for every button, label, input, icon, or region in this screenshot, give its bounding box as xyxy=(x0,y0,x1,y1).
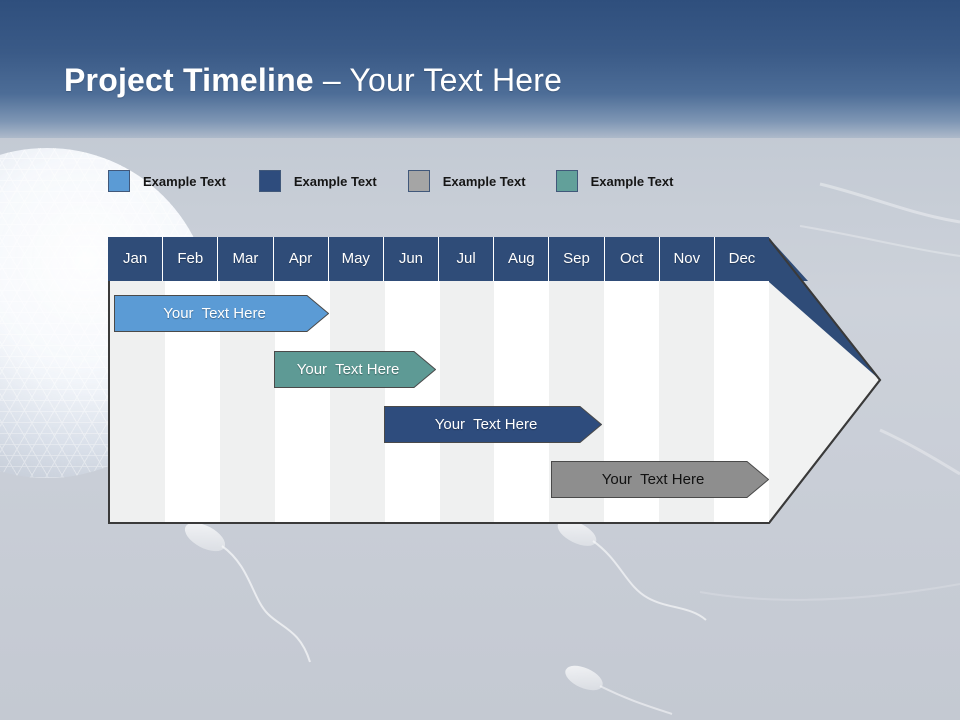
legend-swatch-teal xyxy=(555,170,578,192)
decorative-sphere-texture xyxy=(0,148,212,478)
month-header-jun[interactable]: Jun xyxy=(384,237,440,281)
legend-item[interactable]: Example Text xyxy=(108,169,226,193)
task-bar-label: Your Text Here xyxy=(434,416,538,433)
gantt-column-jul xyxy=(439,281,495,522)
month-header-jan[interactable]: Jan xyxy=(108,237,164,281)
title-band xyxy=(0,0,960,138)
month-header-aug[interactable]: Aug xyxy=(494,237,550,281)
legend-item-label: Example Text xyxy=(442,173,526,189)
task-bar-label: Your Text Here xyxy=(601,471,705,488)
legend-item[interactable]: Example Text xyxy=(407,169,526,193)
legend-item[interactable]: Example Text xyxy=(258,169,377,193)
page-title-light: – Your Text Here xyxy=(313,62,563,98)
legend-item-label: Example Text xyxy=(143,173,226,189)
gantt-column-aug xyxy=(494,281,550,522)
legend-item[interactable]: Example Text xyxy=(555,169,674,193)
month-header-feb[interactable]: Feb xyxy=(163,237,219,281)
legend-item-label: Example Text xyxy=(590,173,674,189)
legend-item-label: Example Text xyxy=(293,173,377,189)
month-header-dec[interactable]: Dec xyxy=(728,250,756,267)
month-header-apr[interactable]: Apr xyxy=(274,237,329,281)
gantt-column-may xyxy=(329,281,385,522)
legend-swatch-navy xyxy=(258,170,281,192)
month-header-sep[interactable]: Sep xyxy=(549,237,605,281)
task-bar-label: Your Text Here xyxy=(296,361,400,378)
month-header-jul[interactable]: Jul xyxy=(439,237,495,281)
task-bar[interactable]: Your Text Here xyxy=(274,351,436,388)
page-title: Project Timeline – Your Text Here xyxy=(64,59,562,101)
legend-swatch-light-blue xyxy=(108,170,130,192)
task-bar[interactable]: Your Text Here xyxy=(551,461,769,498)
month-header-oct[interactable]: Oct xyxy=(605,237,660,281)
legend: Example Text Example Text Example Text Exam… xyxy=(108,169,673,193)
month-header-nov[interactable]: Nov xyxy=(660,237,715,281)
page-title-strong: Project Timeline xyxy=(64,62,314,98)
task-bar-label: Your Text Here xyxy=(163,305,266,322)
task-bar[interactable]: Your Text Here xyxy=(114,295,329,332)
gantt-column-jun xyxy=(384,281,440,522)
legend-swatch-gray xyxy=(407,170,430,192)
task-bar[interactable]: Your Text Here xyxy=(384,406,602,443)
month-header-mar[interactable]: Mar xyxy=(218,237,274,281)
month-header-may[interactable]: May xyxy=(329,237,384,281)
